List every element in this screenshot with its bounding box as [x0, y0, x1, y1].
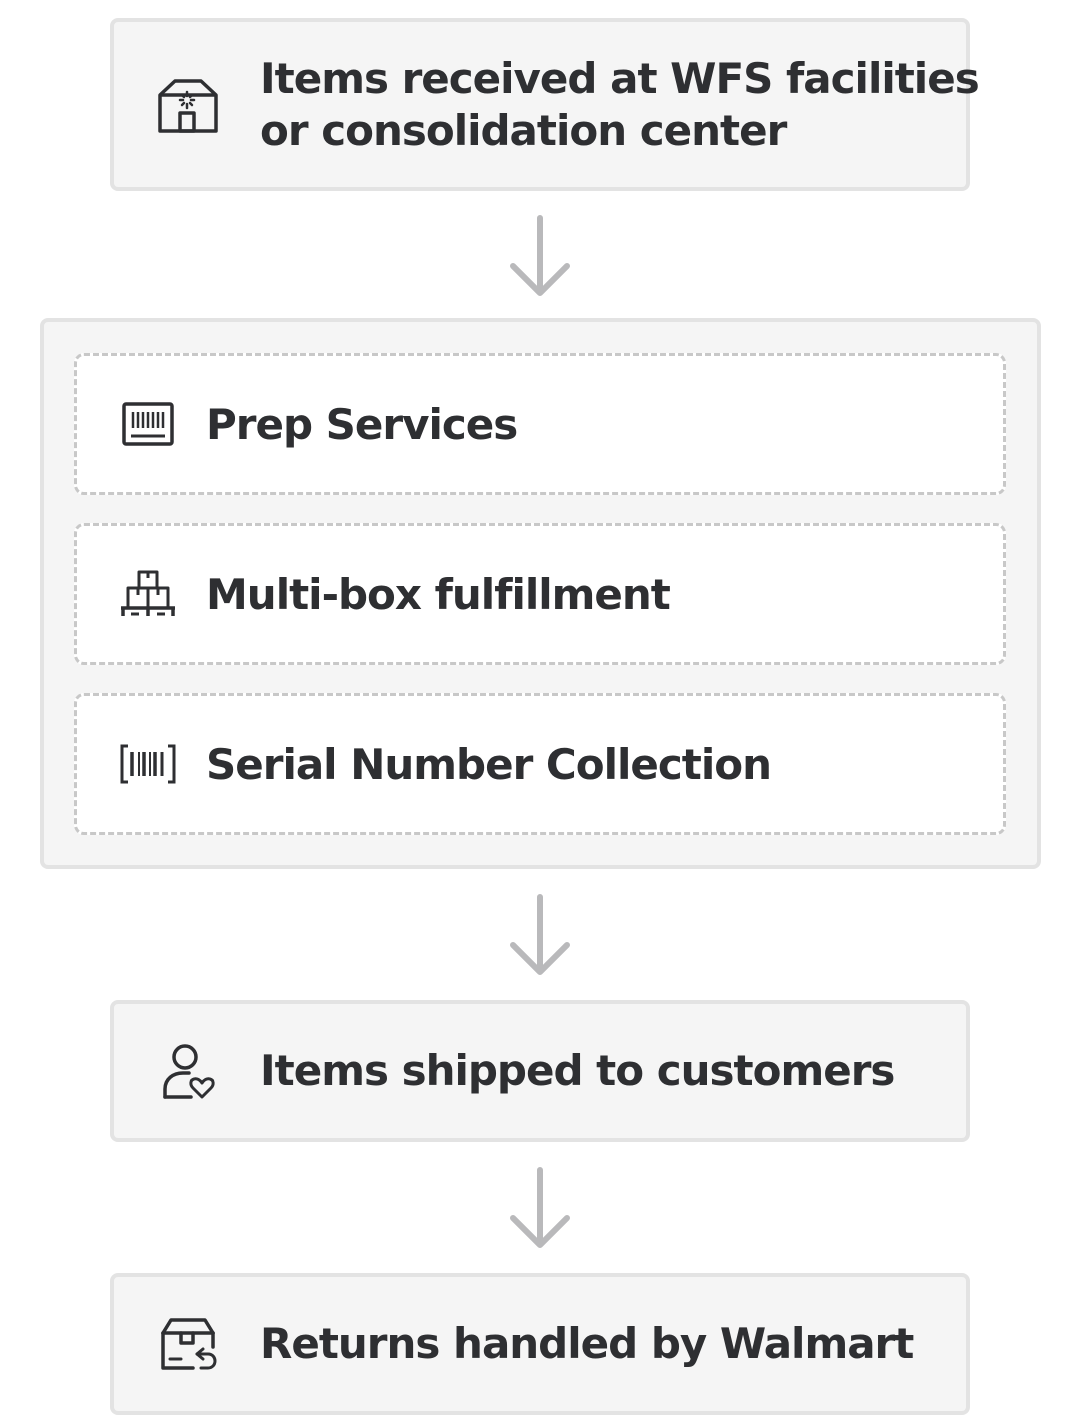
arrow-down-icon	[510, 215, 570, 296]
step-label-received: Items received at WFS facilities or cons…	[260, 54, 980, 155]
service-label-multibox: Multi-box fulfillment	[206, 569, 671, 619]
service-serial: Serial Number Collection	[74, 693, 1006, 835]
box-return-icon	[158, 1316, 220, 1372]
arrow-down-icon	[510, 894, 570, 975]
step-box-returns	[110, 1273, 970, 1415]
step-label-returns: Returns handled by Walmart	[260, 1319, 914, 1368]
user-heart-icon	[158, 1042, 218, 1102]
service-label-serial: Serial Number Collection	[206, 739, 772, 789]
service-multibox: Multi-box fulfillment	[74, 523, 1006, 665]
step-box-received	[110, 18, 970, 191]
barcode-label-icon	[119, 398, 177, 450]
service-label-prep: Prep Services	[206, 399, 518, 449]
step-label-shipped: Items shipped to customers	[260, 1046, 895, 1095]
step-box-shipped	[110, 1000, 970, 1142]
service-prep: Prep Services	[74, 353, 1006, 495]
barcode-scan-icon	[119, 738, 177, 790]
warehouse-icon	[154, 76, 222, 134]
stacked-boxes-icon	[119, 568, 177, 620]
arrow-down-icon	[510, 1167, 570, 1248]
